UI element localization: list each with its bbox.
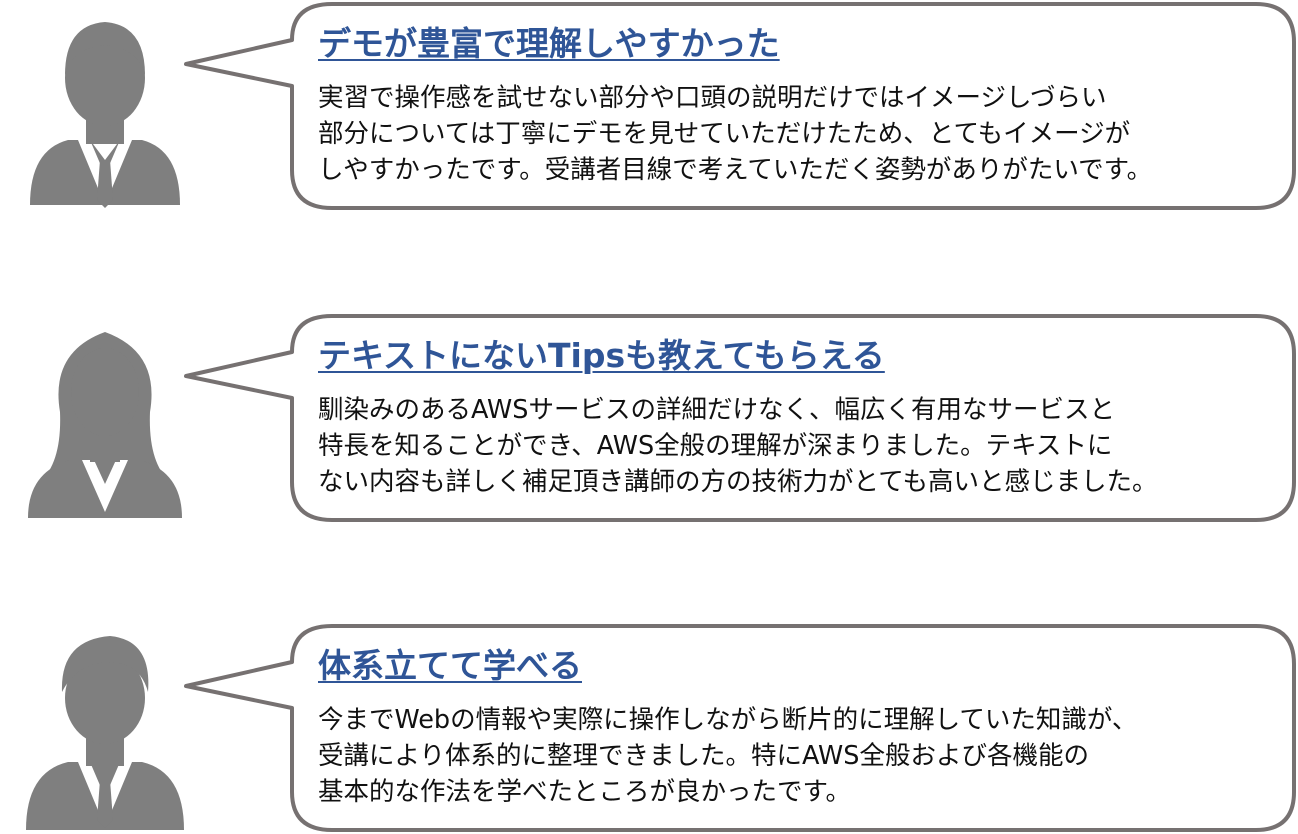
- man-with-tie-icon: [30, 22, 180, 208]
- comment-title: 体系立てて学べる: [318, 646, 582, 685]
- comment-card: デモが豊富で理解しやすかった 実習で操作感を試せない部分や口頭の説明だけではイメ…: [0, 0, 1298, 212]
- comment-card: テキストにないTipsも教えてもらえる 馴染みのあるAWSサービスの詳細だけなく…: [0, 312, 1298, 524]
- comment-line: 部分については丁寧にデモを見せていただけたため、とてもイメージが: [318, 119, 1131, 149]
- man-with-tie-icon: [26, 636, 184, 830]
- comment-title: デモが豊富で理解しやすかった: [318, 24, 780, 63]
- speech-bubble: [184, 314, 1296, 522]
- speech-bubble: [184, 624, 1296, 832]
- woman-icon: [28, 332, 182, 518]
- speech-bubble: [184, 2, 1296, 210]
- comment-line: 今までWebの情報や実際に操作しながら断片的に理解していた知識が、: [318, 705, 1138, 735]
- comment-line: しやすかったです。受講者目線で考えていただく姿勢がありがたいです。: [318, 155, 1153, 185]
- comment-body: 実習で操作感を試せない部分や口頭の説明だけではイメージしづらい 部分については丁…: [318, 80, 1278, 188]
- comment-line: 馴染みのあるAWSサービスの詳細だけなく、幅広く有用なサービスと: [318, 395, 1115, 425]
- comment-line: ない内容も詳しく補足頂き講師の方の技術力がとても高いと感じました。: [318, 467, 1158, 497]
- comment-line: 受講により体系的に整理できました。特にAWS全般および各機能の: [318, 741, 1089, 771]
- comment-line: 特長を知ることができ、AWS全般の理解が深まりました。テキストに: [318, 431, 1113, 461]
- comment-line: 実習で操作感を試せない部分や口頭の説明だけではイメージしづらい: [318, 83, 1107, 113]
- comment-title: テキストにないTipsも教えてもらえる: [318, 336, 885, 375]
- comment-body: 馴染みのあるAWSサービスの詳細だけなく、幅広く有用なサービスと 特長を知ること…: [318, 392, 1278, 500]
- comment-body: 今までWebの情報や実際に操作しながら断片的に理解していた知識が、 受講により体…: [318, 702, 1278, 810]
- comment-card: 体系立てて学べる 今までWebの情報や実際に操作しながら断片的に理解していた知識…: [0, 622, 1298, 834]
- comment-line: 基本的な作法を学べたところが良かったです。: [318, 777, 851, 807]
